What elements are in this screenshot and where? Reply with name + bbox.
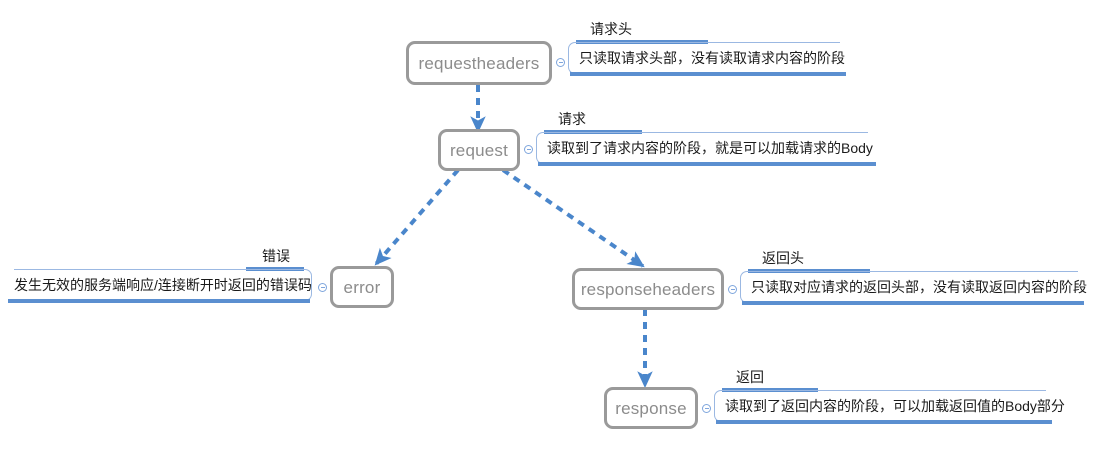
- callout-title: 返回: [736, 369, 764, 385]
- callout-title: 错误: [262, 248, 290, 264]
- callout-requestheaders: 请求头 只读取请求头部，没有读取请求内容的阶段: [568, 21, 846, 78]
- callout-responseheaders: 返回头 只读取对应请求的返回头部，没有读取返回内容的阶段: [740, 250, 1087, 307]
- callout-title: 请求头: [590, 21, 632, 37]
- callout-accent-bottom: [538, 162, 876, 166]
- toggle-requestheaders[interactable]: [556, 58, 565, 67]
- callout-title: 返回头: [762, 250, 804, 266]
- callout-accent-bottom: [8, 299, 310, 303]
- callout-title: 请求: [558, 111, 586, 127]
- callout-error: 错误 发生无效的服务端响应/连接断开时返回的错误码: [8, 248, 312, 305]
- callout-text: 读取到了请求内容的阶段，就是可以加载请求的Body: [536, 132, 873, 164]
- callout-accent-bottom: [742, 301, 1084, 305]
- edge-request-error: [374, 168, 460, 266]
- callout-text: 发生无效的服务端响应/连接断开时返回的错误码: [14, 269, 312, 301]
- edge-request-responseheaders: [501, 168, 645, 268]
- callout-request: 请求 读取到了请求内容的阶段，就是可以加载请求的Body: [536, 111, 876, 168]
- node-error[interactable]: error: [330, 266, 394, 308]
- node-response[interactable]: response: [604, 387, 698, 429]
- node-request[interactable]: request: [438, 129, 520, 171]
- callout-text: 只读取请求头部，没有读取请求内容的阶段: [568, 42, 845, 74]
- callout-accent-bottom: [570, 72, 846, 76]
- toggle-request[interactable]: [524, 145, 533, 154]
- callout-text: 读取到了返回内容的阶段，可以加载返回值的Body部分: [714, 390, 1065, 422]
- toggle-responseheaders[interactable]: [728, 285, 737, 294]
- toggle-response[interactable]: [702, 404, 711, 413]
- toggle-error[interactable]: [318, 283, 327, 292]
- callout-accent-bottom: [716, 420, 1052, 424]
- callout-text: 只读取对应请求的返回头部，没有读取返回内容的阶段: [740, 271, 1087, 303]
- node-responseheaders[interactable]: responseheaders: [572, 268, 724, 310]
- node-requestheaders[interactable]: requestheaders: [406, 41, 552, 85]
- callout-response: 返回 读取到了返回内容的阶段，可以加载返回值的Body部分: [714, 369, 1065, 426]
